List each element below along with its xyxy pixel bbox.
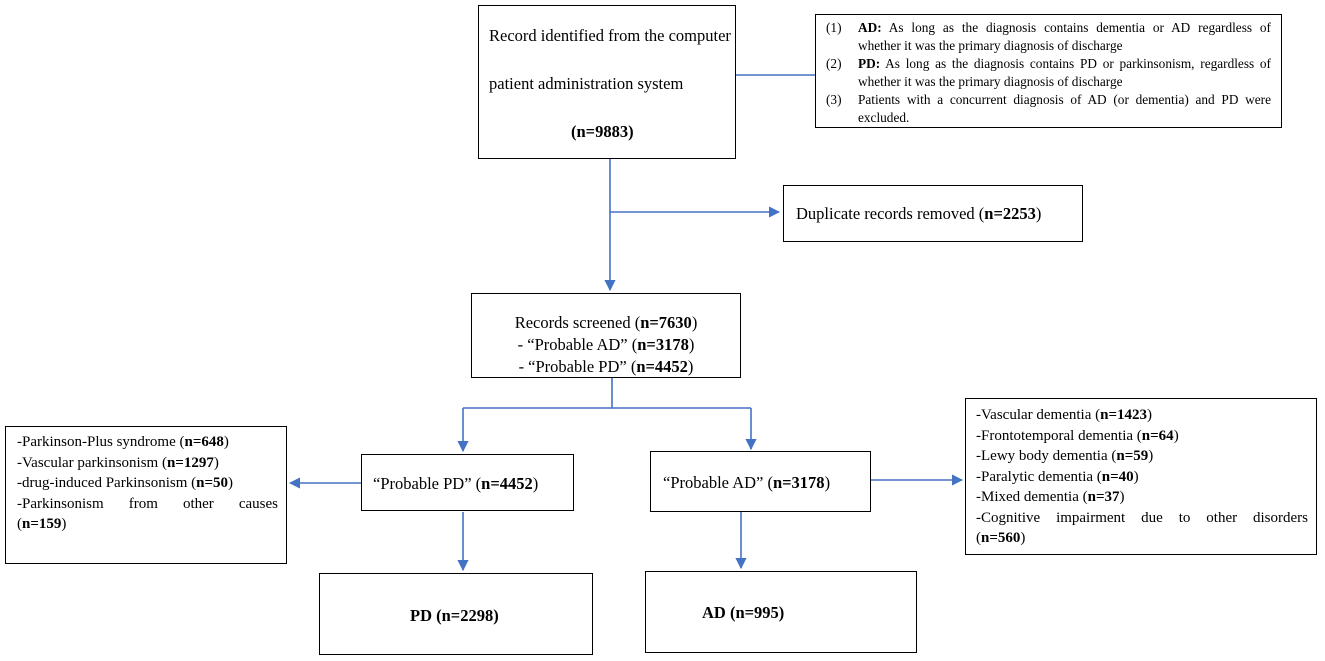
pd-excluded-item: -Parkinsonism from other causes (17, 495, 278, 512)
criteria-1-label: AD: (858, 20, 882, 35)
duplicates-count: n=2253 (984, 204, 1036, 223)
screened-total: Records screened (n=7630) (514, 313, 698, 332)
record-count: (n=9883) (571, 122, 634, 141)
probable-pd-label: “Probable PD” (n=4452) (373, 474, 539, 493)
probable-pd-box: “Probable PD” (n=4452) (361, 454, 574, 511)
ad-excluded-item: -Vascular dementia (n=1423) (976, 407, 1152, 423)
ad-final-label: AD (n=995) (702, 603, 785, 622)
ad-excluded-item: -Lewy body dementia (n=59) (976, 448, 1154, 464)
pd-excluded-item: -Parkinson-Plus syndrome (n=648) (17, 434, 229, 450)
ad-final-box: AD (n=995) (645, 571, 917, 653)
probable-ad-box: “Probable AD” (n=3178) (650, 451, 871, 512)
duplicates-label: Duplicate records removed (n=2253) (796, 204, 1042, 223)
connector-screened-split (463, 377, 613, 409)
criteria-2-label: PD: (858, 56, 881, 71)
criteria-item-1: (1) AD: As long as the diagnosis contain… (826, 19, 1271, 37)
screened-probable-pd: - “Probable PD” (n=4452) (518, 357, 694, 376)
criteria-1-text-cont: whether it was the primary diagnosis of … (858, 38, 1123, 53)
record-line-2: patient administration system (489, 74, 684, 93)
ad-excluded-item: -Paralytic dementia (n=40) (976, 468, 1139, 485)
ad-excluded-item: -Frontotemporal dementia (n=64) (976, 427, 1179, 444)
pd-final-label: PD (n=2298) (410, 606, 499, 625)
criteria-3-number: (3) (826, 92, 842, 107)
criteria-1-text: As long as the diagnosis contains dement… (881, 20, 1271, 35)
criteria-box: (1) AD: As long as the diagnosis contain… (815, 14, 1282, 128)
record-identified-box: Record identified from the computer pati… (478, 5, 736, 159)
ad-excluded-item: -Cognitive impairment due to other disor… (976, 509, 1308, 526)
record-line-1: Record identified from the computer (489, 26, 731, 45)
criteria-1-number: (1) (826, 20, 842, 35)
probable-ad-label: “Probable AD” (n=3178) (663, 473, 831, 492)
pd-excluded-item: -drug-induced Parkinsonism (n=50) (17, 475, 234, 491)
criteria-3-text-cont: excluded. (858, 110, 910, 125)
pd-excluded-item-cont: (n=159) (17, 516, 67, 532)
pd-final-box: PD (n=2298) (319, 573, 593, 655)
duplicates-box: Duplicate records removed (n=2253) (783, 185, 1083, 242)
screened-probable-ad: - “Probable AD” (n=3178) (517, 335, 695, 354)
criteria-2-number: (2) (826, 56, 842, 71)
pd-excluded-item: -Vascular parkinsonism (n=1297) (17, 454, 219, 471)
pd-excluded-box: -Parkinson-Plus syndrome (n=648) -Vascul… (5, 426, 287, 564)
criteria-3-text: Patients with a concurrent diagnosis of … (858, 92, 1271, 107)
criteria-2-text-cont: whether it was the primary diagnosis of … (858, 74, 1123, 89)
records-screened-box: Records screened (n=7630) - “Probable AD… (471, 293, 741, 378)
criteria-2-text: As long as the diagnosis contains PD or … (880, 56, 1271, 71)
criteria-item-2: (2) PD: As long as the diagnosis contain… (826, 55, 1271, 73)
criteria-item-3: (3) Patients with a concurrent diagnosis… (826, 91, 1271, 109)
ad-excluded-box: -Vascular dementia (n=1423) -Frontotempo… (965, 398, 1317, 555)
ad-excluded-item-cont: (n=560) (976, 530, 1026, 546)
ad-excluded-item: -Mixed dementia (n=37) (976, 489, 1125, 505)
